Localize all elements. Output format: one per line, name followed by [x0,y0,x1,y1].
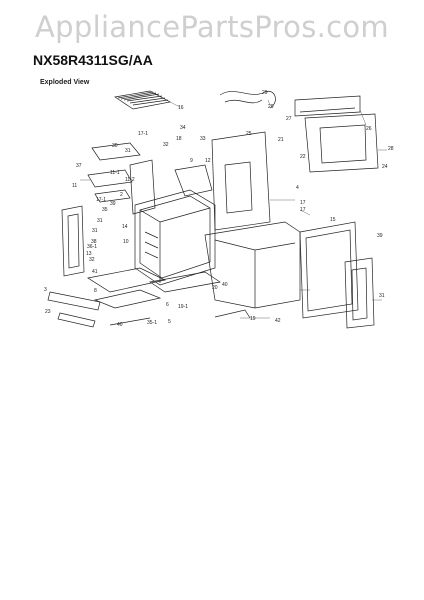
side-bracket-part [87,142,141,203]
backguard-part [304,113,379,173]
callout-label: 25 [246,131,252,137]
callout-label: 40 [117,322,123,328]
callout-label: 11-2 [125,177,135,183]
door-side-strip-part [61,205,85,277]
callout-label: 17-1 [138,131,148,137]
callout-label: 42 [275,318,281,324]
wire-harness-part [219,90,276,109]
callout-label: 35-1 [147,320,157,326]
callout-label: 39 [110,201,116,207]
rack-part [114,90,172,110]
callout-label: 17-1 [96,197,106,203]
callout-label: 35 [102,207,108,213]
callout-label: 37 [76,163,82,169]
callout-label: 8 [94,288,97,294]
callout-label: 17 [300,207,306,213]
callout-label: 26 [366,126,372,132]
callout-label: 23 [45,309,51,315]
outer-panel-part [204,221,301,309]
callout-label: 14 [122,224,128,230]
callout-label: 19-1 [178,304,188,310]
callout-label: 15 [330,217,336,223]
callout-label: 31 [379,293,385,299]
callout-label: 40 [222,282,228,288]
callout-label: 22 [300,154,306,160]
callout-label: 27 [286,116,292,122]
callout-label: 9 [190,158,193,164]
callout-label: 12 [205,158,211,164]
watermark: AppliancePartsPros.com [35,10,389,44]
callout-label: 34 [180,125,186,131]
callout-label: 36-1 [87,244,97,250]
callout-label: 4 [296,185,299,191]
callout-label: 33 [200,136,206,142]
callout-label: 11-1 [110,170,120,176]
callout-label: 41 [92,269,98,275]
callout-label: 6 [166,302,169,308]
callout-label: 20 [212,285,218,291]
callout-label: 31 [97,218,103,224]
control-panel-part [294,95,361,117]
side-frame-part [129,159,156,215]
callout-label: 39 [377,233,383,239]
callout-label: 32 [89,257,95,263]
callout-label: 38 [91,239,97,245]
callout-label: 17 [300,200,306,206]
callout-label: 31 [92,228,98,234]
callout-label: 10 [123,239,129,245]
callout-label: 16 [178,105,184,111]
callout-label: 13 [86,251,92,257]
callout-label: 11 [72,183,77,189]
callout-label: 5 [168,319,171,325]
bottom-tray-part [87,267,221,309]
callout-label: 24 [382,164,388,170]
callout-label: 30 [112,143,118,149]
callout-label: 3 [44,287,47,293]
kick-plate-part [47,291,101,328]
rod-part [109,309,251,326]
door-part [299,221,359,319]
back-panel-part [211,131,271,231]
callout-label: 28 [388,146,394,152]
section-title: Exploded View [40,79,90,86]
callout-label: 29 [268,104,274,110]
callout-label: 31 [125,148,131,154]
callout-label: 29 [262,90,268,96]
callout-label: 21 [278,137,284,143]
callout-label: 19 [250,316,256,322]
callout-label: 2 [120,192,123,198]
door-hinge-part [344,257,375,329]
callout-label: 32 [163,142,169,148]
oven-cavity-part [134,164,216,286]
callout-label: 18 [176,136,182,142]
model-number: NX58R4311SG/AA [33,52,153,68]
